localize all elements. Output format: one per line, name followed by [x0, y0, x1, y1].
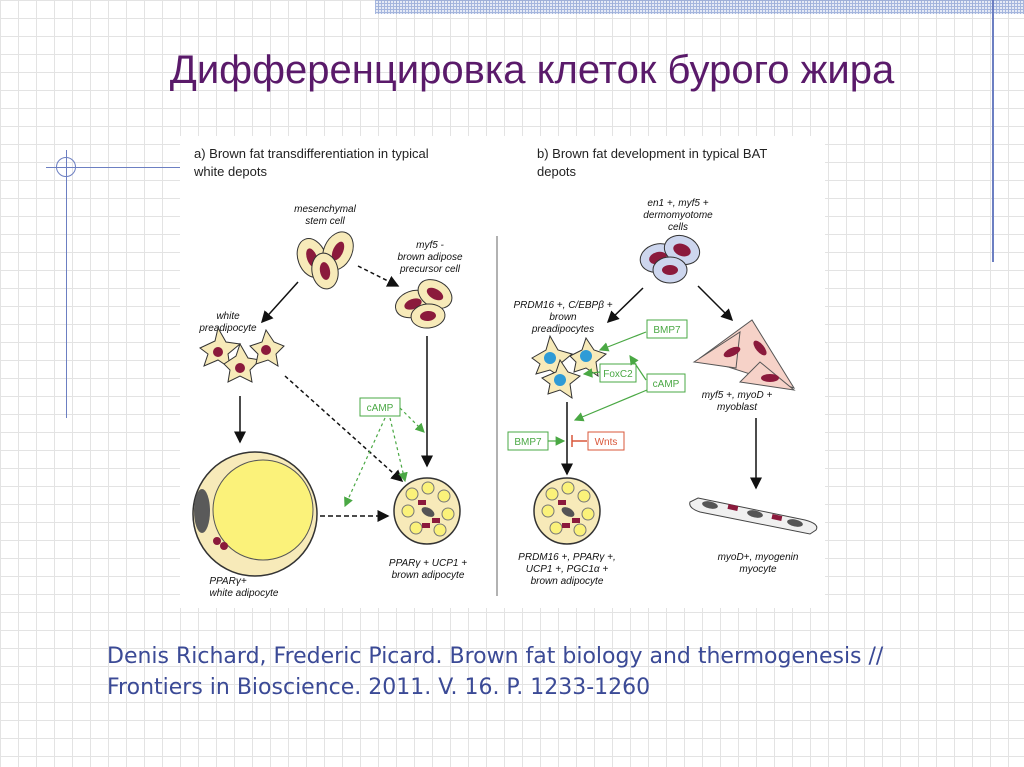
pread-b-label-2: brown — [549, 312, 577, 323]
myocyte-label-1: myoD+, myogenin — [718, 552, 799, 563]
msc-label-1: mesenchymal — [294, 204, 356, 215]
white-adipocyte-label-1: PPARγ+ — [209, 576, 246, 587]
white-adipocyte-label-2: white adipocyte — [210, 588, 279, 599]
pread-b-label-1: PRDM16 +, C/EBPβ + — [513, 300, 612, 311]
brown-adipocyte-b — [533, 477, 601, 545]
decorative-circle-mark — [56, 157, 76, 177]
myoblast — [692, 319, 796, 391]
brown-adipose-precursor-cell — [395, 279, 453, 329]
brown-preadipocytes — [531, 334, 608, 400]
citation: Denis Richard, Frederic Picard. Brown fa… — [107, 641, 967, 703]
brown-adipocyte-a — [393, 477, 461, 545]
msc-label-2: stem cell — [305, 216, 345, 227]
camp-arrow-a-2 — [389, 417, 408, 483]
bmp7-arrow — [598, 331, 647, 352]
mesenchymal-stem-cell — [296, 231, 354, 290]
camp-box-b — [646, 373, 686, 393]
panel-b-heading-1: b) Brown fat development in typical BAT — [537, 146, 767, 161]
arrow-dermo-to-preadipocytes — [606, 287, 644, 324]
dermo-label-3: cells — [668, 222, 688, 233]
brown-b-label-1: PRDM16 +, PPARγ +, — [518, 552, 616, 563]
decorative-vertical-line-right — [992, 0, 994, 262]
preadipocyte-label-2: preadipocyte — [198, 323, 257, 334]
white-preadipocyte — [199, 326, 285, 383]
camp-box-a — [359, 397, 401, 417]
top-decorative-band — [375, 0, 1024, 14]
brown-adipocyte-a-label-2: brown adipocyte — [392, 570, 465, 581]
dermomyotome-cells — [639, 234, 701, 284]
panel-a: a) Brown fat transdifferentiation in typ… — [192, 146, 467, 599]
arrow-preadipocyte-to-brown — [284, 375, 404, 483]
dermo-label-2: dermomyotome — [643, 210, 713, 221]
camp-arrow-b-1 — [629, 355, 647, 381]
camp-label-a: cAMP — [367, 403, 394, 414]
arrow-dermo-to-myoblast — [697, 285, 734, 322]
diagram-figure: a) Brown fat transdifferentiation in typ… — [180, 136, 825, 608]
decorative-horizontal-line — [46, 167, 236, 168]
camp-label-b: cAMP — [653, 379, 680, 390]
bmp7-top-label: BMP7 — [653, 325, 681, 336]
white-adipocyte — [192, 451, 318, 577]
foxc2-label: FoxC2 — [603, 369, 633, 380]
precursor-label-2: brown adipose — [397, 252, 462, 263]
citation-line-1: Denis Richard, Frederic Picard. Brown fa… — [107, 644, 884, 669]
wnts-box — [587, 431, 625, 451]
bmp7-low-label: BMP7 — [514, 437, 542, 448]
brown-adipocyte-a-label-1: PPARγ + UCP1 + — [389, 558, 467, 569]
panel-b: b) Brown fat development in typical BAT … — [507, 146, 818, 587]
brown-b-label-3: brown adipocyte — [531, 576, 604, 587]
precursor-label-3: precursor cell — [399, 264, 461, 275]
precursor-label-1: myf5 - — [416, 240, 444, 251]
dermo-label-1: en1 +, myf5 + — [647, 198, 708, 209]
myocyte — [689, 497, 818, 535]
citation-line-2: Frontiers in Bioscience. 2011. V. 16. P.… — [107, 675, 651, 700]
foxc2-box — [599, 363, 637, 383]
panel-a-heading-1: a) Brown fat transdifferentiation in typ… — [194, 146, 429, 161]
camp-arrow-a-1 — [344, 417, 386, 508]
myocyte-label-2: myocyte — [739, 564, 777, 575]
wnts-label: Wnts — [595, 437, 618, 448]
bmp7-box-top — [646, 319, 688, 339]
myoblast-label-1: myf5 +, myoD + — [702, 390, 773, 401]
brown-b-label-2: UCP1 +, PGC1α + — [526, 564, 609, 575]
decorative-vertical-line-left — [66, 150, 67, 418]
arrow-msc-to-preadipocyte — [260, 281, 299, 324]
preadipocyte-label-1: white — [216, 311, 240, 322]
camp-arrow-b-2 — [573, 389, 648, 422]
panel-b-heading-2: depots — [537, 164, 577, 179]
slide-title: Дифференцировка клеток бурого жира — [169, 48, 895, 92]
pread-b-label-3: preadipocytes — [531, 324, 594, 335]
foxc2-arrow — [582, 368, 601, 378]
panel-a-heading-2: white depots — [193, 164, 267, 179]
arrow-msc-to-precursor — [357, 265, 400, 287]
myoblast-label-2: myoblast — [717, 402, 758, 413]
camp-arrow-a-3 — [399, 407, 425, 433]
